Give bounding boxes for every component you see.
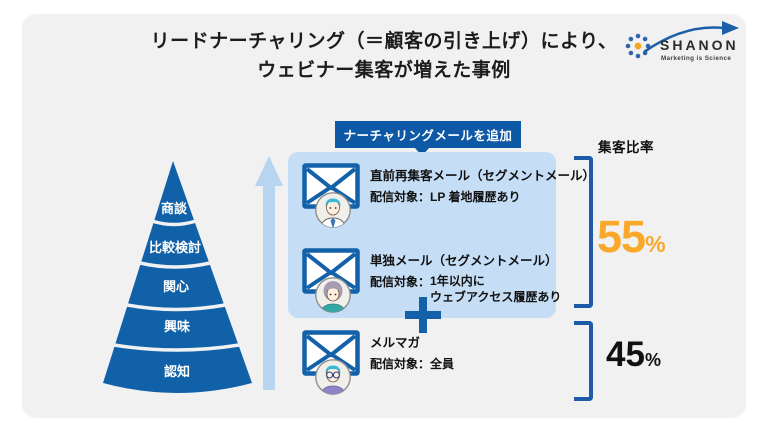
mail-3-title: メルマガ bbox=[370, 336, 421, 350]
nurture-percentage-unit: % bbox=[645, 231, 666, 257]
title-line-2: ウェビナー集客が増えた事例 bbox=[257, 60, 511, 81]
nurturing-mail-badge: ナーチャリングメールを追加 bbox=[335, 121, 521, 148]
funnel-level-kanshin: 関心 bbox=[163, 279, 189, 294]
male-avatar-icon bbox=[315, 192, 351, 228]
funnel-level-shodan: 商談 bbox=[161, 201, 188, 216]
mail-2-target-label: 配信対象： bbox=[370, 275, 431, 289]
mail-1-title: 直前再集客メール（セグメントメール） bbox=[370, 169, 596, 183]
funnel-cone-shape bbox=[103, 161, 252, 393]
mail-text-3: メルマガ 配信対象：全員 bbox=[370, 332, 580, 372]
swoosh-arrow-icon bbox=[643, 21, 739, 54]
upward-arrow-icon bbox=[255, 156, 283, 390]
logo-tagline-text: Marketing is Science bbox=[661, 55, 731, 62]
bracket-55 bbox=[574, 156, 593, 308]
funnel-level-ninchi: 認知 bbox=[164, 364, 190, 379]
logo-brand-text: SHANON bbox=[660, 37, 739, 53]
mail-2-target-line1: 1年以内に bbox=[430, 274, 485, 288]
page-title: リードナーチャリング（＝顧客の引き上げ）により、 ウェビナー集客が増えた事例 bbox=[0, 27, 768, 85]
glasses-avatar-icon bbox=[315, 359, 351, 395]
flower-icon bbox=[625, 33, 651, 59]
mail-2-title: 単独メール（セグメントメール） bbox=[370, 254, 558, 268]
base-percentage-value: 45 bbox=[606, 335, 645, 374]
email-row-pre-event: 直前再集客メール（セグメントメール） 配信対象：LP 着地履歴あり bbox=[300, 161, 595, 233]
funnel-level-kyomi: 興味 bbox=[164, 319, 190, 334]
shanon-logo-graphic: SHANON Marketing is Science bbox=[625, 21, 739, 62]
mail-1-target: 配信対象：LP 着地履歴あり bbox=[370, 190, 521, 204]
female-avatar-icon bbox=[315, 277, 351, 313]
mail-3-target: 配信対象：全員 bbox=[370, 357, 455, 371]
nurture-percentage: 55% bbox=[597, 214, 666, 259]
mail-graphic-2 bbox=[300, 246, 362, 318]
mail-graphic-3 bbox=[300, 328, 362, 400]
title-line-1: リードナーチャリング（＝顧客の引き上げ）により、 bbox=[150, 31, 618, 52]
shanon-logo: SHANON Marketing is Science bbox=[622, 16, 746, 64]
base-percentage: 45% bbox=[606, 337, 661, 372]
email-row-mailmagazine: メルマガ 配信対象：全員 bbox=[300, 328, 556, 400]
funnel-level-hikakukento: 比較検討 bbox=[149, 240, 201, 255]
plus-icon bbox=[405, 297, 441, 333]
base-percentage-unit: % bbox=[644, 350, 661, 370]
lead-funnel: 商談 比較検討 関心 興味 認知 bbox=[103, 161, 252, 393]
mail-text-1: 直前再集客メール（セグメントメール） 配信対象：LP 着地履歴あり bbox=[370, 165, 596, 205]
nurturing-mail-badge-label: ナーチャリングメールを追加 bbox=[343, 129, 513, 143]
mail-text-2: 単独メール（セグメントメール） 配信対象： 1年以内に ウェブアクセス履歴あり bbox=[370, 250, 580, 305]
mail-2-target-values: 1年以内に ウェブアクセス履歴あり bbox=[430, 273, 561, 305]
nurture-percentage-value: 55 bbox=[597, 211, 646, 262]
email-row-segment: 単独メール（セグメントメール） 配信対象： 1年以内に ウェブアクセス履歴あり bbox=[300, 246, 561, 318]
bracket-45 bbox=[574, 321, 593, 401]
ratio-header: 集客比率 bbox=[598, 140, 654, 155]
mail-2-target-line2: ウェブアクセス履歴あり bbox=[430, 290, 562, 304]
funnel-dividers bbox=[113, 219, 240, 352]
mail-2-target: 配信対象： 1年以内に ウェブアクセス履歴あり bbox=[370, 273, 580, 305]
mail-graphic-1 bbox=[300, 161, 362, 233]
